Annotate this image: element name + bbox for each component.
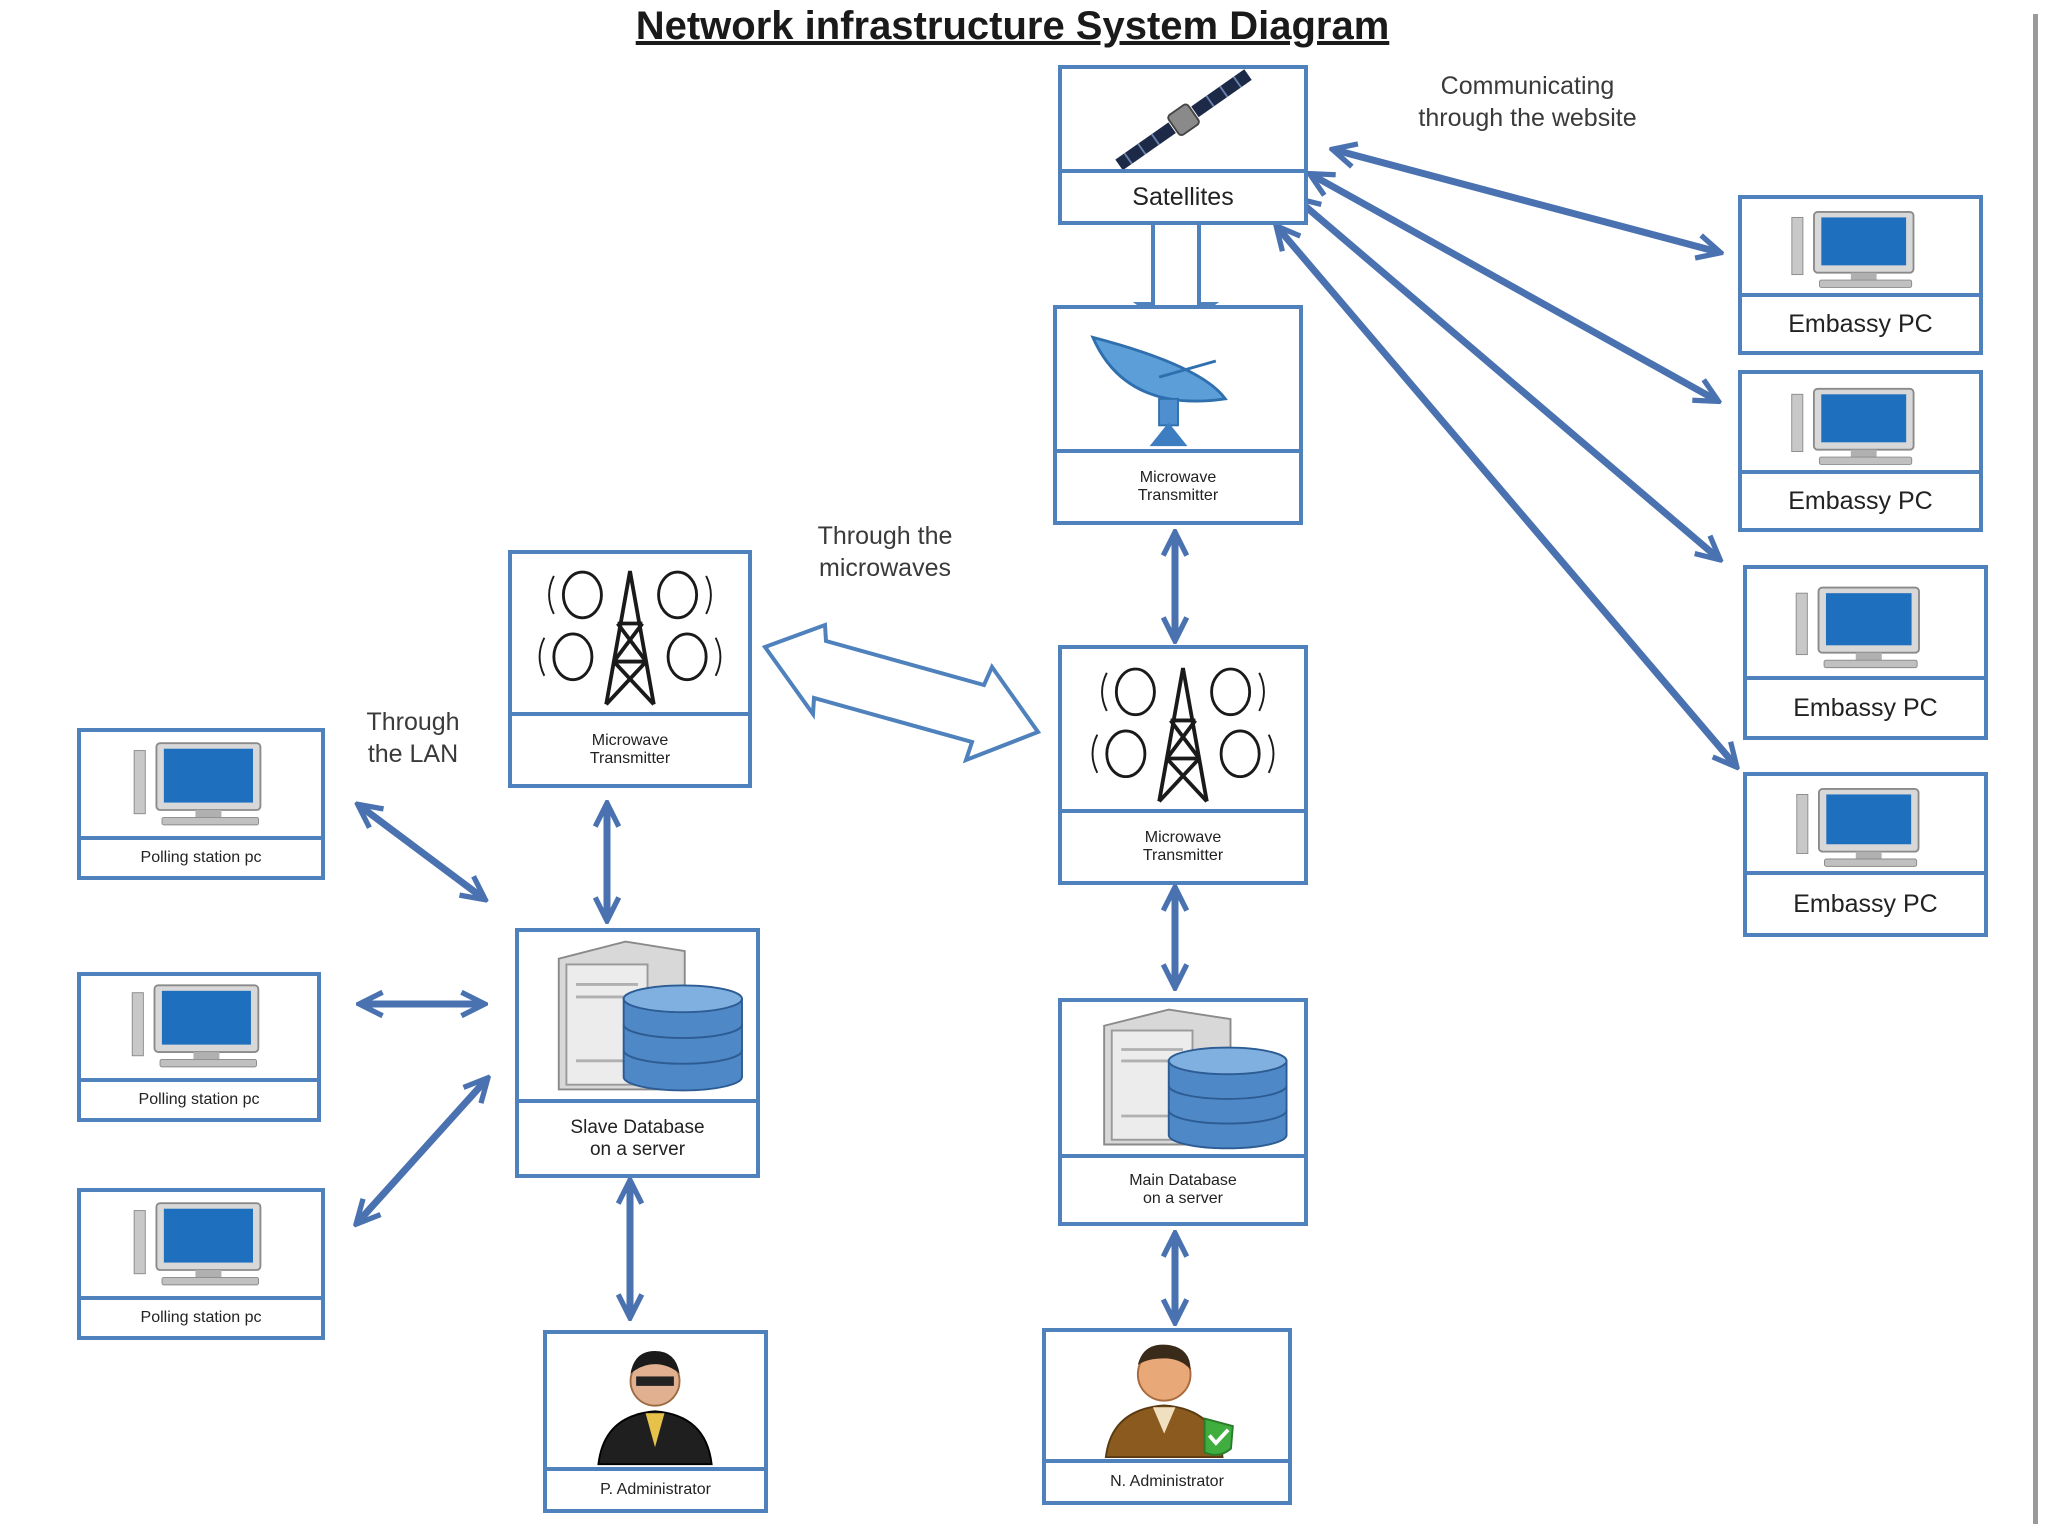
node-satellites[interactable]: Satellites	[1058, 65, 1308, 225]
node-embassy-pc-4[interactable]: Embassy PC	[1743, 772, 1988, 937]
link-polling3-slavedb	[358, 1080, 486, 1222]
administrator-shield-icon	[1046, 1332, 1288, 1459]
node-polling-station-pc-1-label: Polling station pc	[81, 836, 321, 876]
desktop-computer-icon	[1742, 374, 1979, 470]
desktop-computer-icon	[1742, 199, 1979, 293]
link-polling1-slavedb	[360, 806, 483, 898]
node-embassy-pc-4-label: Embassy PC	[1747, 871, 1984, 933]
node-microwave-transmitter-left[interactable]: Microwave Transmitter	[508, 550, 752, 788]
node-main-database[interactable]: Main Database on a server	[1058, 998, 1308, 1226]
page-title: Network infrastructure System Diagram	[635, 4, 1390, 48]
node-polling-station-pc-2-label: Polling station pc	[81, 1078, 317, 1118]
radio-tower-icon	[1062, 649, 1304, 809]
node-embassy-pc-2-label: Embassy PC	[1742, 470, 1979, 528]
node-embassy-pc-1[interactable]: Embassy PC	[1738, 195, 1983, 355]
satellite-icon	[1062, 69, 1304, 169]
database-server-icon	[1062, 1002, 1304, 1154]
node-p-administrator[interactable]: P. Administrator	[543, 1330, 768, 1513]
desktop-computer-icon	[1747, 776, 1984, 871]
link-satellite-embassy-1	[1335, 150, 1718, 252]
link-satellite-embassy-4	[1278, 228, 1735, 765]
desktop-computer-icon	[1747, 569, 1984, 676]
desktop-computer-icon	[81, 1192, 321, 1296]
link-satellite-embassy-2	[1312, 175, 1716, 400]
node-slave-database[interactable]: Slave Database on a server	[515, 928, 760, 1178]
link-mwleft-mwcenter-hollow-arrow	[761, 622, 1042, 764]
node-main-database-label: Main Database on a server	[1062, 1154, 1304, 1222]
page-edge-line	[2033, 14, 2038, 1524]
node-polling-station-pc-1[interactable]: Polling station pc	[77, 728, 325, 880]
node-embassy-pc-3-label: Embassy PC	[1747, 676, 1984, 736]
node-slave-database-label: Slave Database on a server	[519, 1099, 756, 1174]
node-microwave-transmitter-top[interactable]: Microwave Transmitter	[1053, 305, 1303, 525]
database-server-icon	[519, 932, 756, 1099]
node-satellites-label: Satellites	[1062, 169, 1304, 221]
radio-tower-icon	[512, 554, 748, 712]
administrator-icon	[547, 1334, 764, 1467]
satellite-dish-icon	[1057, 309, 1299, 449]
desktop-computer-icon	[81, 976, 317, 1078]
node-microwave-transmitter-center[interactable]: Microwave Transmitter	[1058, 645, 1308, 885]
node-polling-station-pc-2[interactable]: Polling station pc	[77, 972, 321, 1122]
node-polling-station-pc-3[interactable]: Polling station pc	[77, 1188, 325, 1340]
node-p-administrator-label: P. Administrator	[547, 1467, 764, 1509]
note-lan: Through the LAN	[366, 708, 460, 768]
node-embassy-pc-2[interactable]: Embassy PC	[1738, 370, 1983, 532]
node-n-administrator[interactable]: N. Administrator	[1042, 1328, 1292, 1505]
node-microwave-transmitter-top-label: Microwave Transmitter	[1057, 449, 1299, 521]
note-microwaves: Through the microwaves	[817, 522, 953, 582]
link-satellite-embassy-3	[1298, 200, 1718, 558]
node-embassy-pc-1-label: Embassy PC	[1742, 293, 1979, 351]
note-website: Communicating through the website	[1418, 72, 1637, 132]
node-microwave-transmitter-center-label: Microwave Transmitter	[1062, 809, 1304, 881]
node-embassy-pc-3[interactable]: Embassy PC	[1743, 565, 1988, 740]
node-microwave-transmitter-left-label: Microwave Transmitter	[512, 712, 748, 784]
node-polling-station-pc-3-label: Polling station pc	[81, 1296, 321, 1336]
desktop-computer-icon	[81, 732, 321, 836]
node-n-administrator-label: N. Administrator	[1046, 1459, 1288, 1501]
